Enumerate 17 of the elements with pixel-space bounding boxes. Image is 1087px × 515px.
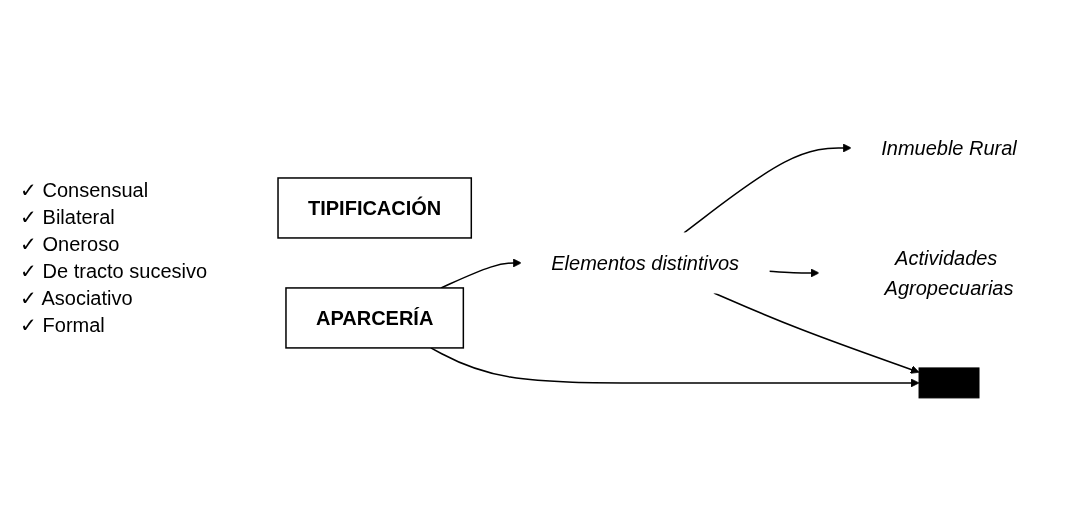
arrow xyxy=(683,143,852,234)
checklist-item: ✓ Oneroso xyxy=(20,231,121,257)
node-box: TIPIFICACIÓN xyxy=(277,176,473,239)
arrow xyxy=(768,268,820,277)
checklist-item: ✓ Bilateral xyxy=(20,204,116,230)
checklist-item: ✓ Consensual xyxy=(20,177,150,203)
node-text: Actividades Agropecuarias xyxy=(884,246,1014,299)
checklist-item: ✓ De tracto sucesivo xyxy=(20,258,209,284)
arrow xyxy=(440,258,522,289)
node-text: Inmueble Rural xyxy=(881,136,1017,159)
arrow xyxy=(713,291,920,374)
arrow xyxy=(430,346,920,387)
checklist-item: ✓ Formal xyxy=(20,312,106,338)
node-text: Elementos distintivos xyxy=(551,251,740,274)
node-bar xyxy=(918,366,980,398)
node-box: APARCERÍA xyxy=(285,286,465,349)
checklist-item: ✓ Asociativo xyxy=(20,285,134,311)
